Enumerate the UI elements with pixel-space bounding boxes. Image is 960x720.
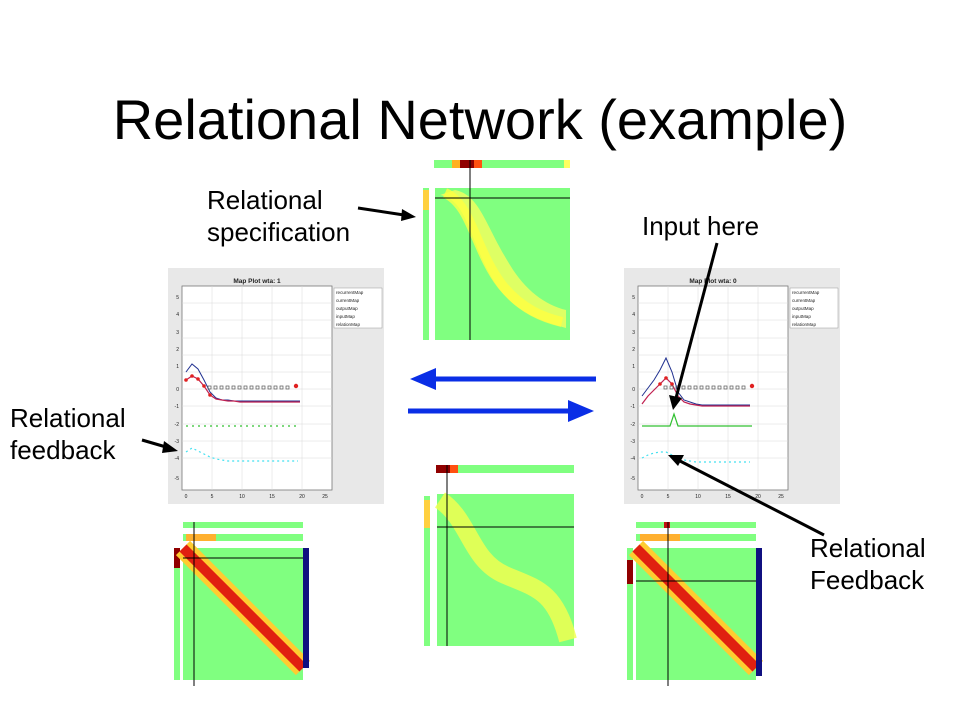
legend-entry: relationMap <box>336 322 360 327</box>
x-tick: 0 <box>185 494 188 500</box>
y-tick: 5 <box>632 295 635 301</box>
y-tick: 4 <box>176 312 179 318</box>
label-input-here: Input here <box>642 211 760 241</box>
y-tick: -3 <box>631 439 636 445</box>
x-tick: 5 <box>211 494 214 500</box>
heatmap-bottom-right <box>627 522 764 686</box>
y-tick: -3 <box>175 439 180 445</box>
heatmap-bottom-middle <box>424 465 577 646</box>
y-tick: 4 <box>632 312 635 318</box>
label-line: Relational <box>10 403 126 433</box>
y-tick: 0 <box>632 387 635 393</box>
legend-entry: inputMap <box>336 314 355 319</box>
legend-entry: currentMap <box>792 298 816 303</box>
y-tick: -2 <box>175 422 180 428</box>
y-tick: -5 <box>175 476 180 482</box>
y-tick: 1 <box>176 364 179 370</box>
y-tick: -4 <box>175 456 180 462</box>
legend-entry: outputMap <box>792 306 814 311</box>
legend-entry: recurrentMap <box>792 290 820 295</box>
map-plot-right: recurrentMap currentMap outputMap inputM… <box>624 268 840 504</box>
x-tick: 0 <box>641 494 644 500</box>
callout-arrows <box>141 206 825 537</box>
plot-title: Map Plot wta: 0 <box>689 278 737 285</box>
x-tick: 10 <box>239 494 245 500</box>
y-tick: 1 <box>632 364 635 370</box>
x-tick: 10 <box>695 494 701 500</box>
heatmap-bottom-left <box>174 522 311 686</box>
label-line: Relational <box>207 185 323 215</box>
y-tick: 3 <box>632 330 635 336</box>
y-tick: 2 <box>176 347 179 353</box>
label-relational-feedback-right: Relational Feedback <box>810 532 926 596</box>
x-tick: 15 <box>269 494 275 500</box>
legend-entry: inputMap <box>792 314 811 319</box>
legend-entry: relationMap <box>792 322 816 327</box>
heatmap-top <box>423 160 570 340</box>
map-plot-left: recurrentMap currentMap outputMap inputM… <box>168 268 384 504</box>
y-tick: -1 <box>631 404 636 410</box>
label-line: specification <box>207 217 351 247</box>
y-tick: 3 <box>176 330 179 336</box>
label-line: Relational <box>810 533 926 563</box>
x-tick: 20 <box>299 494 305 500</box>
x-tick: 25 <box>778 494 784 500</box>
x-tick: 5 <box>667 494 670 500</box>
label-line: Feedback <box>810 565 925 595</box>
arrow-right <box>408 400 594 422</box>
label-line: feedback <box>10 435 116 465</box>
plot-title: Map Plot wta: 1 <box>233 278 281 285</box>
x-tick: 20 <box>755 494 761 500</box>
label-relational-feedback-left: Relational feedback <box>10 402 126 466</box>
y-tick: 2 <box>632 347 635 353</box>
y-tick: 0 <box>176 387 179 393</box>
legend-entry: recurrentMap <box>336 290 364 295</box>
y-tick: -2 <box>631 422 636 428</box>
x-tick: 25 <box>322 494 328 500</box>
legend-entry: outputMap <box>336 306 358 311</box>
legend-entry: currentMap <box>336 298 360 303</box>
y-tick: -1 <box>175 404 180 410</box>
y-tick: 5 <box>176 295 179 301</box>
slide-title: Relational Network (example) <box>112 88 848 151</box>
label-relational-specification: Relational specification <box>207 184 350 248</box>
arrow-left <box>410 368 596 390</box>
x-tick: 15 <box>725 494 731 500</box>
y-tick: -5 <box>631 476 636 482</box>
y-tick: -4 <box>631 456 636 462</box>
